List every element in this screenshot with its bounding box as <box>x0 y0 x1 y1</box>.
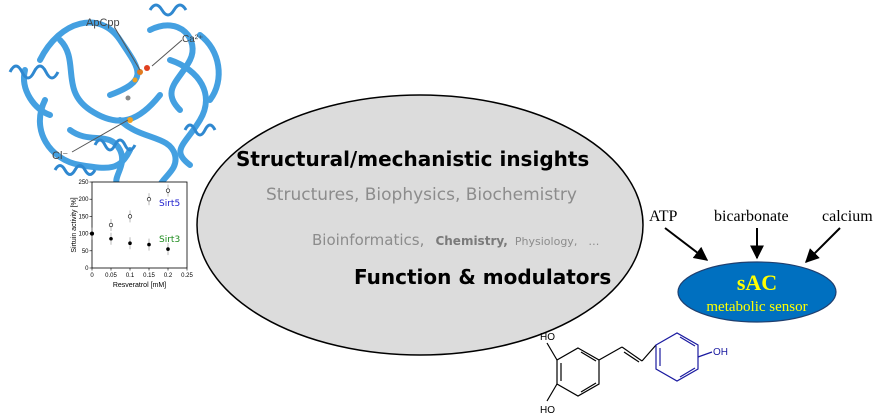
inset-y-axis-label: Sirtuin activity [%] <box>71 197 78 252</box>
bioinformatics-text: Bioinformatics, <box>312 231 424 249</box>
inset-x-tick-label: 0.25 <box>181 273 193 279</box>
inset-x-tick-label: 0 <box>90 273 94 279</box>
inset-point-sirt5 <box>165 188 171 193</box>
inset-x-axis-label: Resveratrol [mM] <box>113 282 166 289</box>
inset-x-tick-label: 0.05 <box>105 273 117 279</box>
inset-plot-frame <box>91 181 188 269</box>
label-ho-bottom: HO <box>540 405 555 416</box>
sac-subtitle: metabolic sensor <box>706 299 807 315</box>
chemistry-text: Chemistry, <box>435 234 507 248</box>
resveratrol-molecule <box>546 342 657 402</box>
right-ring <box>655 332 713 382</box>
label-oh-right: OH <box>713 347 728 358</box>
sac-title: sAC <box>737 270 777 295</box>
sac-ellipse <box>677 261 837 323</box>
input-bicarbonate: bicarbonate <box>714 208 789 225</box>
inset-point-sirt3 <box>147 242 151 247</box>
inset-y-tick-label: 150 <box>78 214 89 220</box>
inset-series-label-sirt3: Sirt3 <box>159 235 180 245</box>
ligand-atoms <box>125 65 150 123</box>
label-chloride: Cl⁻ <box>52 150 68 162</box>
inset-point-sirt3 <box>166 247 170 251</box>
inset-point-sirt5 <box>146 197 152 202</box>
label-apcpp: ApCpp <box>86 17 120 29</box>
ellipse-title-function: Function & modulators <box>354 265 611 289</box>
inset-point-sirt3 <box>109 236 113 241</box>
ellipse-title-structural: Structural/mechanistic insights <box>236 147 589 171</box>
label-ho-top: HO <box>540 332 555 343</box>
central-ellipse <box>196 94 644 356</box>
inset-y-tick-label: 50 <box>82 249 89 255</box>
label-calcium: Ca²⁺ <box>182 34 203 45</box>
protein-structure <box>8 3 222 203</box>
inset-point-sirt3 <box>90 231 94 236</box>
ellipse-line-bioinformatics: Bioinformatics, Chemistry, Physiology, … <box>312 230 599 249</box>
input-calcium: calcium <box>822 208 873 225</box>
arrow-calcium <box>805 227 841 263</box>
inset-point-sirt5 <box>127 214 133 219</box>
ellipse-line-structures: Structures, Biophysics, Biochemistry <box>266 185 577 205</box>
inset-y-tick-label: 200 <box>78 197 89 203</box>
inset-series-label-sirt5: Sirt5 <box>159 199 180 209</box>
physiology-text: Physiology, <box>515 235 577 248</box>
inset-x-tick-label: 0.1 <box>126 273 135 279</box>
inset-point-sirt3 <box>128 241 132 246</box>
input-atp: ATP <box>649 208 678 225</box>
inset-point-sirt5 <box>108 222 114 228</box>
inset-y-tick-label: 250 <box>78 180 89 186</box>
inset-y-tick-label: 100 <box>78 232 89 238</box>
inset-x-tick-label: 0.2 <box>164 273 173 279</box>
inset-y-tick-label: 0 <box>85 266 89 272</box>
inset-chart: 0 0.05 0.1 0.15 0.2 0.25 0 50 100 150 200 250Resver… <box>71 180 193 289</box>
ellipsis-text: … <box>588 235 599 248</box>
inset-x-tick-label: 0.15 <box>143 273 155 279</box>
arrow-atp <box>664 227 709 261</box>
